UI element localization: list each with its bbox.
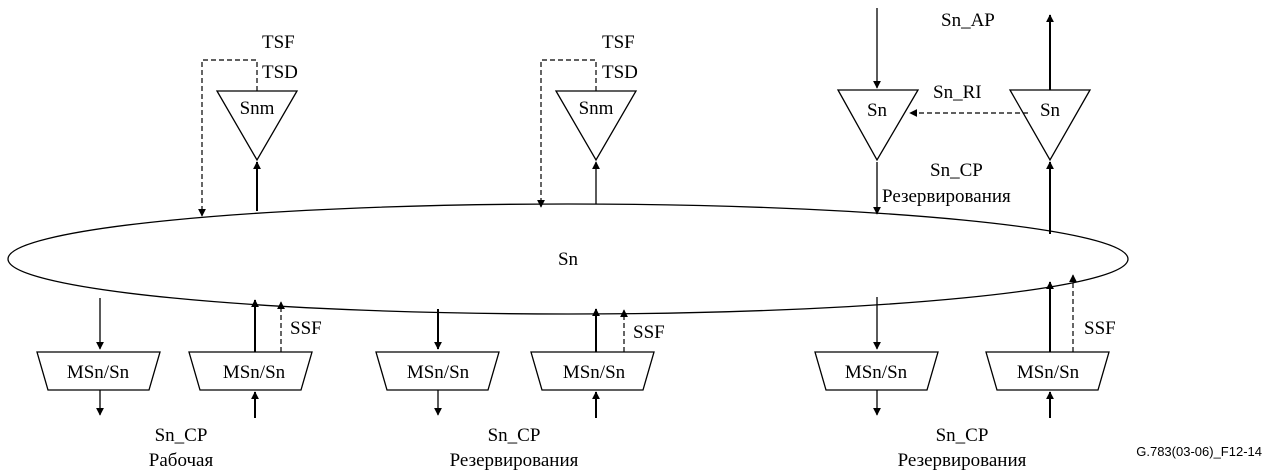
cp-title: Sn_CP (936, 425, 989, 446)
figure-id: G.783(03-06)_F12-14 (1136, 444, 1262, 459)
bottom-label-protection-1: Sn_CP Резервирования (450, 425, 579, 471)
sn-sink-triangle (836, 89, 920, 162)
msn-sn-label: MSn/Sn (563, 362, 626, 383)
adaptation-2: MSn/Sn SSF (188, 299, 322, 418)
snm-label: Snm (579, 98, 614, 119)
cp-subtitle: Резервирования (450, 450, 579, 471)
ssf-label: SSF (290, 318, 322, 339)
sn-cp-sublabel: Резервирования (882, 186, 1011, 207)
msn-sn-label: MSn/Sn (67, 362, 130, 383)
cp-title: Sn_CP (155, 425, 208, 446)
msn-sn-label: MSn/Sn (407, 362, 470, 383)
connection-function: Sn (7, 203, 1129, 315)
adaptation-4: MSn/Sn SSF (530, 308, 665, 418)
adaptation-5: MSn/Sn (814, 297, 939, 416)
tsf-tsd-dashed-arrow (537, 59, 597, 208)
ssf-label: SSF (633, 322, 665, 343)
tsd-label: TSD (602, 62, 638, 83)
bottom-label-working: Sn_CP Рабочая (149, 425, 214, 471)
cp-title: Sn_CP (488, 425, 541, 446)
msn-sn-label: MSn/Sn (223, 362, 286, 383)
snm-monitor-2: Snm TSF TSD (537, 32, 638, 208)
sn-cp-label: Sn_CP (930, 160, 983, 181)
cp-subtitle: Рабочая (149, 450, 214, 471)
cp-subtitle: Резервирования (898, 450, 1027, 471)
sn-ri-label: Sn_RI (933, 82, 982, 103)
msn-sn-label: MSn/Sn (1017, 362, 1080, 383)
adaptation-3: MSn/Sn (375, 309, 500, 416)
sn-ap-label: Sn_AP (941, 10, 995, 31)
ring-label: Sn (558, 249, 579, 270)
tsf-label: TSF (262, 32, 295, 53)
sn-sink-label: Sn (867, 100, 888, 121)
adaptation-6: MSn/Sn SSF (985, 274, 1116, 418)
snm-monitor-1: Snm TSF TSD (198, 32, 299, 217)
msn-sn-label: MSn/Sn (845, 362, 908, 383)
sn-source-label: Sn (1040, 100, 1061, 121)
snm-label: Snm (240, 98, 275, 119)
tsf-label: TSF (602, 32, 635, 53)
protection-trail: Sn Sn Sn_AP Sn_RI Sn_CP Резервирования (836, 8, 1092, 234)
ssf-label: SSF (1084, 318, 1116, 339)
tsd-label: TSD (262, 62, 298, 83)
bottom-label-protection-2: Sn_CP Резервирования (898, 425, 1027, 471)
tsf-tsd-dashed-arrow (198, 59, 258, 217)
adaptation-1: MSn/Sn (36, 298, 161, 416)
